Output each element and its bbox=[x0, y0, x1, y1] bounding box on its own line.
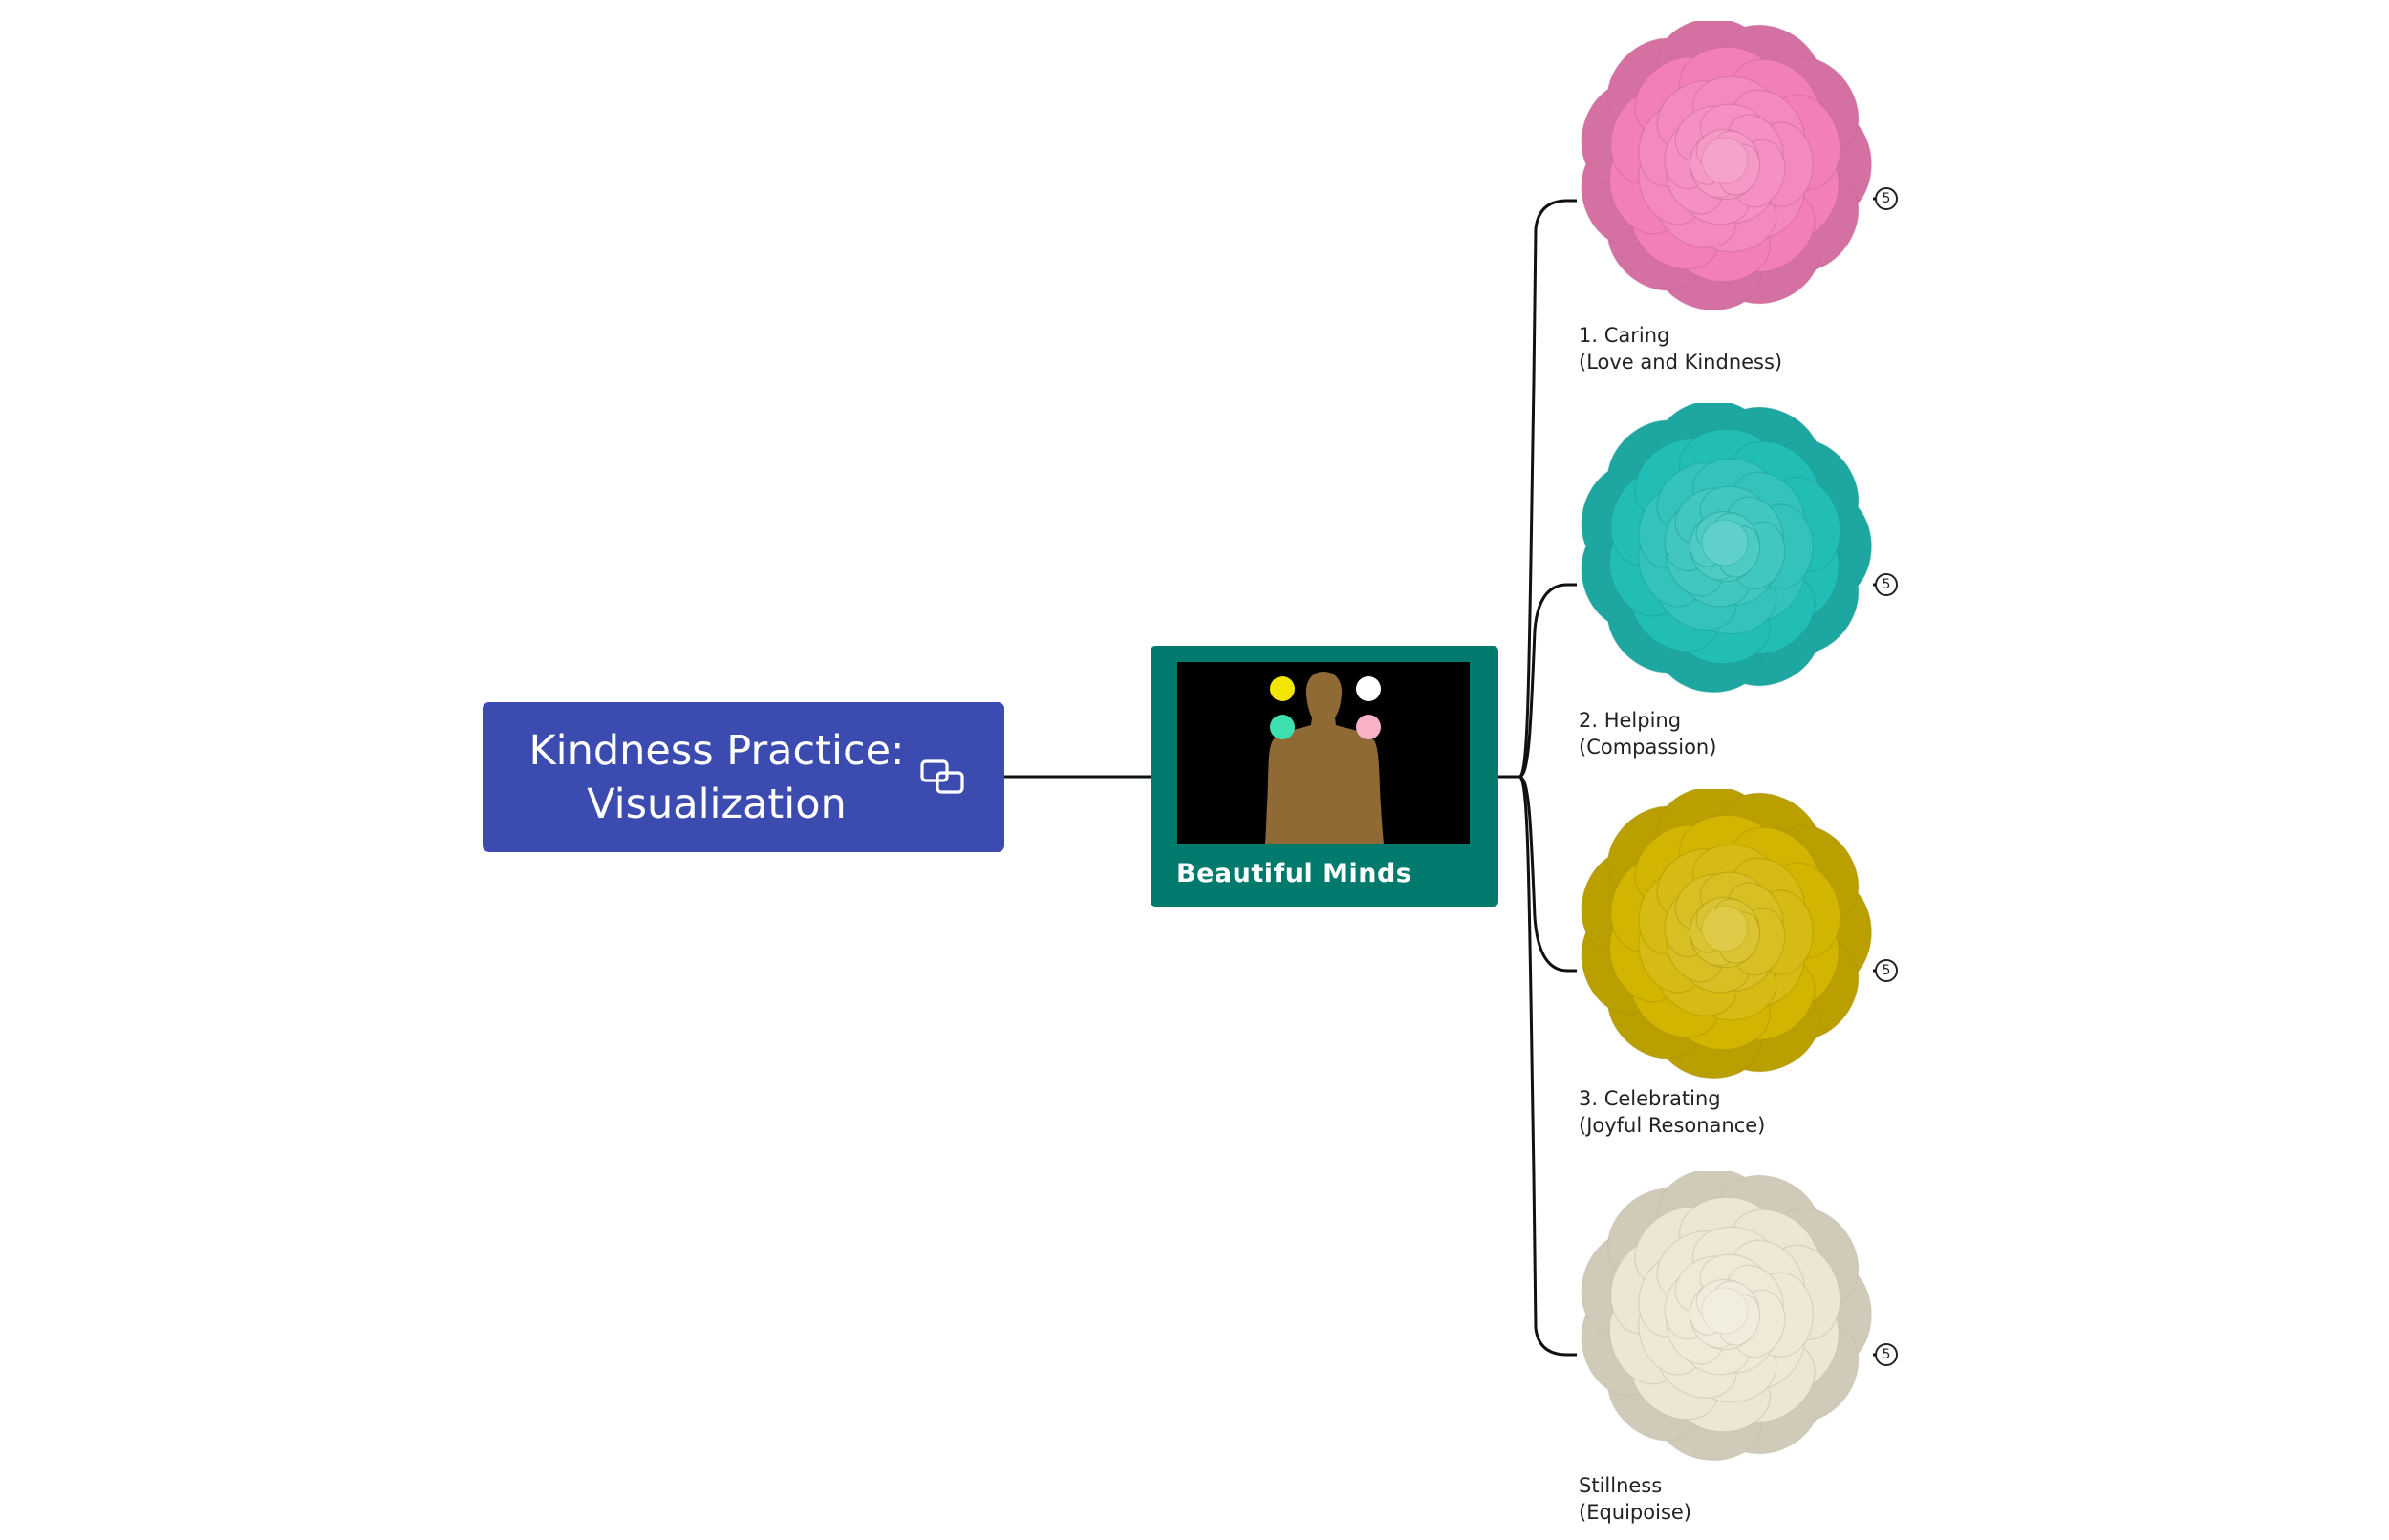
color-dots bbox=[1270, 676, 1381, 739]
branch-connector-1 bbox=[1518, 199, 1577, 779]
branch-connector-3 bbox=[1518, 775, 1577, 973]
branch-subtitle: (Equipoise) bbox=[1579, 1501, 1692, 1524]
teal-camellia-image bbox=[1581, 403, 1872, 694]
branch-title: 1. Caring bbox=[1579, 324, 1670, 347]
branch-label-helping: 2. Helping (Compassion) bbox=[1579, 707, 1716, 760]
flower-center bbox=[1701, 519, 1749, 567]
branch-subtitle: (Joyful Resonance) bbox=[1579, 1114, 1766, 1137]
branch-node-stillness[interactable]: Stillness (Equipoise) bbox=[1577, 1171, 1873, 1534]
meditation-figure-image bbox=[1177, 662, 1470, 844]
yellow-camellia-image bbox=[1581, 789, 1872, 1080]
link-icon[interactable] bbox=[920, 757, 964, 797]
collapse-badge-celebrating[interactable]: 5 bbox=[1875, 959, 1898, 982]
branch-label-caring: 1. Caring (Love and Kindness) bbox=[1579, 322, 1782, 375]
flower-center bbox=[1701, 137, 1749, 184]
flower-center bbox=[1701, 1287, 1749, 1335]
collapse-badge-caring[interactable]: 5 bbox=[1875, 187, 1898, 210]
pink-camellia-image bbox=[1581, 21, 1872, 311]
branch-label-celebrating: 3. Celebrating (Joyful Resonance) bbox=[1579, 1085, 1765, 1139]
white-camellia-image bbox=[1581, 1171, 1872, 1462]
flower-center bbox=[1701, 905, 1749, 952]
silhouette-figure bbox=[1265, 672, 1384, 844]
branch-connector-2 bbox=[1518, 583, 1577, 779]
root-title-line2: Visualization bbox=[587, 780, 847, 828]
branch-title: Stillness bbox=[1579, 1474, 1663, 1497]
branch-subtitle: (Compassion) bbox=[1579, 736, 1717, 759]
branch-node-celebrating[interactable]: 3. Celebrating (Joyful Resonance) bbox=[1577, 789, 1873, 1152]
central-topic-label: Beautiful Minds bbox=[1176, 859, 1412, 888]
branch-label-stillness: Stillness (Equipoise) bbox=[1579, 1472, 1691, 1526]
branch-node-helping[interactable]: 2. Helping (Compassion) bbox=[1577, 403, 1873, 766]
root-topic-node[interactable]: Kindness Practice: Visualization bbox=[483, 702, 1004, 852]
branch-title: 3. Celebrating bbox=[1579, 1087, 1721, 1110]
branch-title: 2. Helping bbox=[1579, 709, 1682, 732]
root-topic-title: Kindness Practice: Visualization bbox=[506, 724, 927, 831]
branch-subtitle: (Love and Kindness) bbox=[1579, 351, 1783, 374]
branch-connector-4 bbox=[1518, 775, 1577, 1357]
branch-node-caring[interactable]: 1. Caring (Love and Kindness) bbox=[1577, 21, 1873, 384]
collapse-badge-stillness[interactable]: 5 bbox=[1875, 1343, 1898, 1366]
root-title-line1: Kindness Practice: bbox=[528, 726, 905, 775]
central-topic-node[interactable]: Beautiful Minds bbox=[1151, 646, 1498, 907]
collapse-badge-helping[interactable]: 5 bbox=[1875, 573, 1898, 596]
